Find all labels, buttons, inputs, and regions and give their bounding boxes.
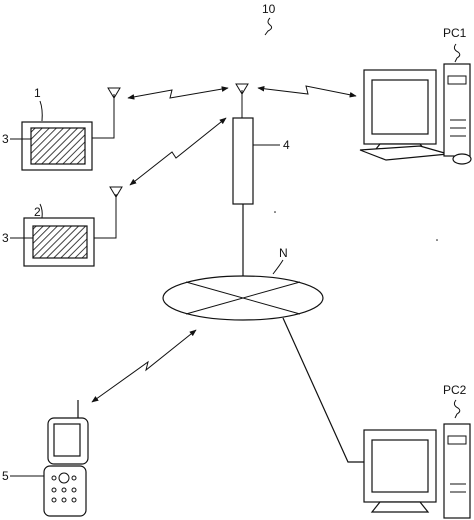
terminal-2-label: 2 [34,205,41,219]
terminal-1 [21,87,121,171]
base-station [232,83,254,276]
wireless-link-2 [129,117,227,186]
antenna-icon [109,186,123,200]
network-label: N [279,246,288,260]
pc2-label: PC2 [443,383,467,397]
terminal-1-label: 1 [34,86,41,100]
mobile-phone [43,400,89,517]
pc1-label: PC1 [443,26,467,40]
screen-3-label-b: 3 [2,231,9,245]
wired-link-pc2 [282,317,366,463]
pc2-computer [363,423,471,519]
terminal-1-screen [30,127,86,165]
base-station-label: 4 [283,138,290,152]
terminal-2 [23,186,123,267]
pc1-computer [359,63,472,165]
antenna-icon [235,83,249,118]
wireless-link-1 [127,86,229,100]
system-label: 10 [262,2,276,16]
system-leader [264,17,273,36]
wireless-link-pc1 [257,85,357,98]
terminal-2-screen [32,225,88,259]
mobile-phone-label: 5 [2,469,9,483]
antenna-icon [107,87,121,100]
screen-3-label-a: 3 [2,132,9,146]
network-cloud [162,275,324,321]
wireless-link-phone [91,329,197,403]
